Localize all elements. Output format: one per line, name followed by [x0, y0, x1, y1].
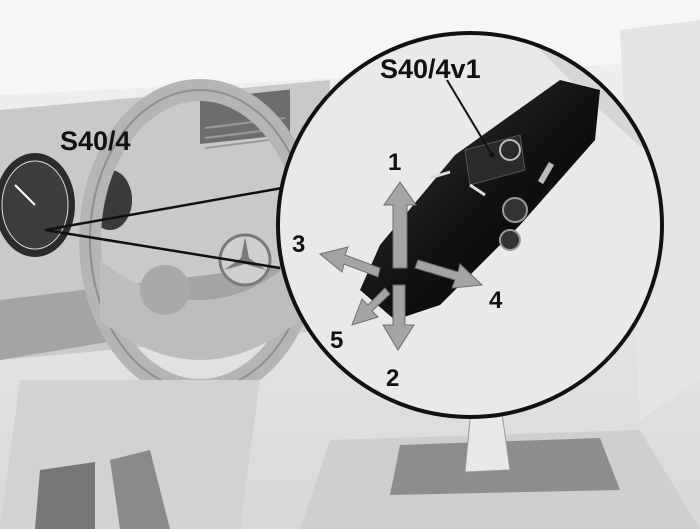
lever-switch-dot: [489, 152, 495, 158]
control-unit-label: S40/4: [60, 126, 131, 156]
arrow-5: [351, 287, 391, 326]
direction-number-2: 2: [386, 365, 399, 392]
combination-lever: [360, 80, 600, 320]
arrow-3: [318, 246, 381, 278]
pedal-left: [35, 462, 95, 529]
direction-number-5: 5: [330, 327, 343, 354]
lever-switch-label: S40/4v1: [380, 54, 481, 84]
arrow-4: [414, 259, 484, 289]
lever-switch-leader: [446, 79, 493, 156]
inset-border: [276, 31, 664, 419]
wiper-switch: [429, 139, 555, 251]
lever-band: [464, 134, 526, 186]
center-console: [300, 398, 700, 529]
zoom-cone: [44, 186, 283, 270]
arrow-2: [382, 284, 415, 351]
windshield: [0, 0, 700, 95]
direction-number-3: 3: [292, 231, 305, 258]
arrow-1: [383, 181, 417, 269]
direction-arrows: [318, 181, 484, 351]
pedal: [110, 450, 170, 529]
direction-number-4: 4: [489, 287, 503, 314]
direction-number-1: 1: [388, 149, 401, 176]
